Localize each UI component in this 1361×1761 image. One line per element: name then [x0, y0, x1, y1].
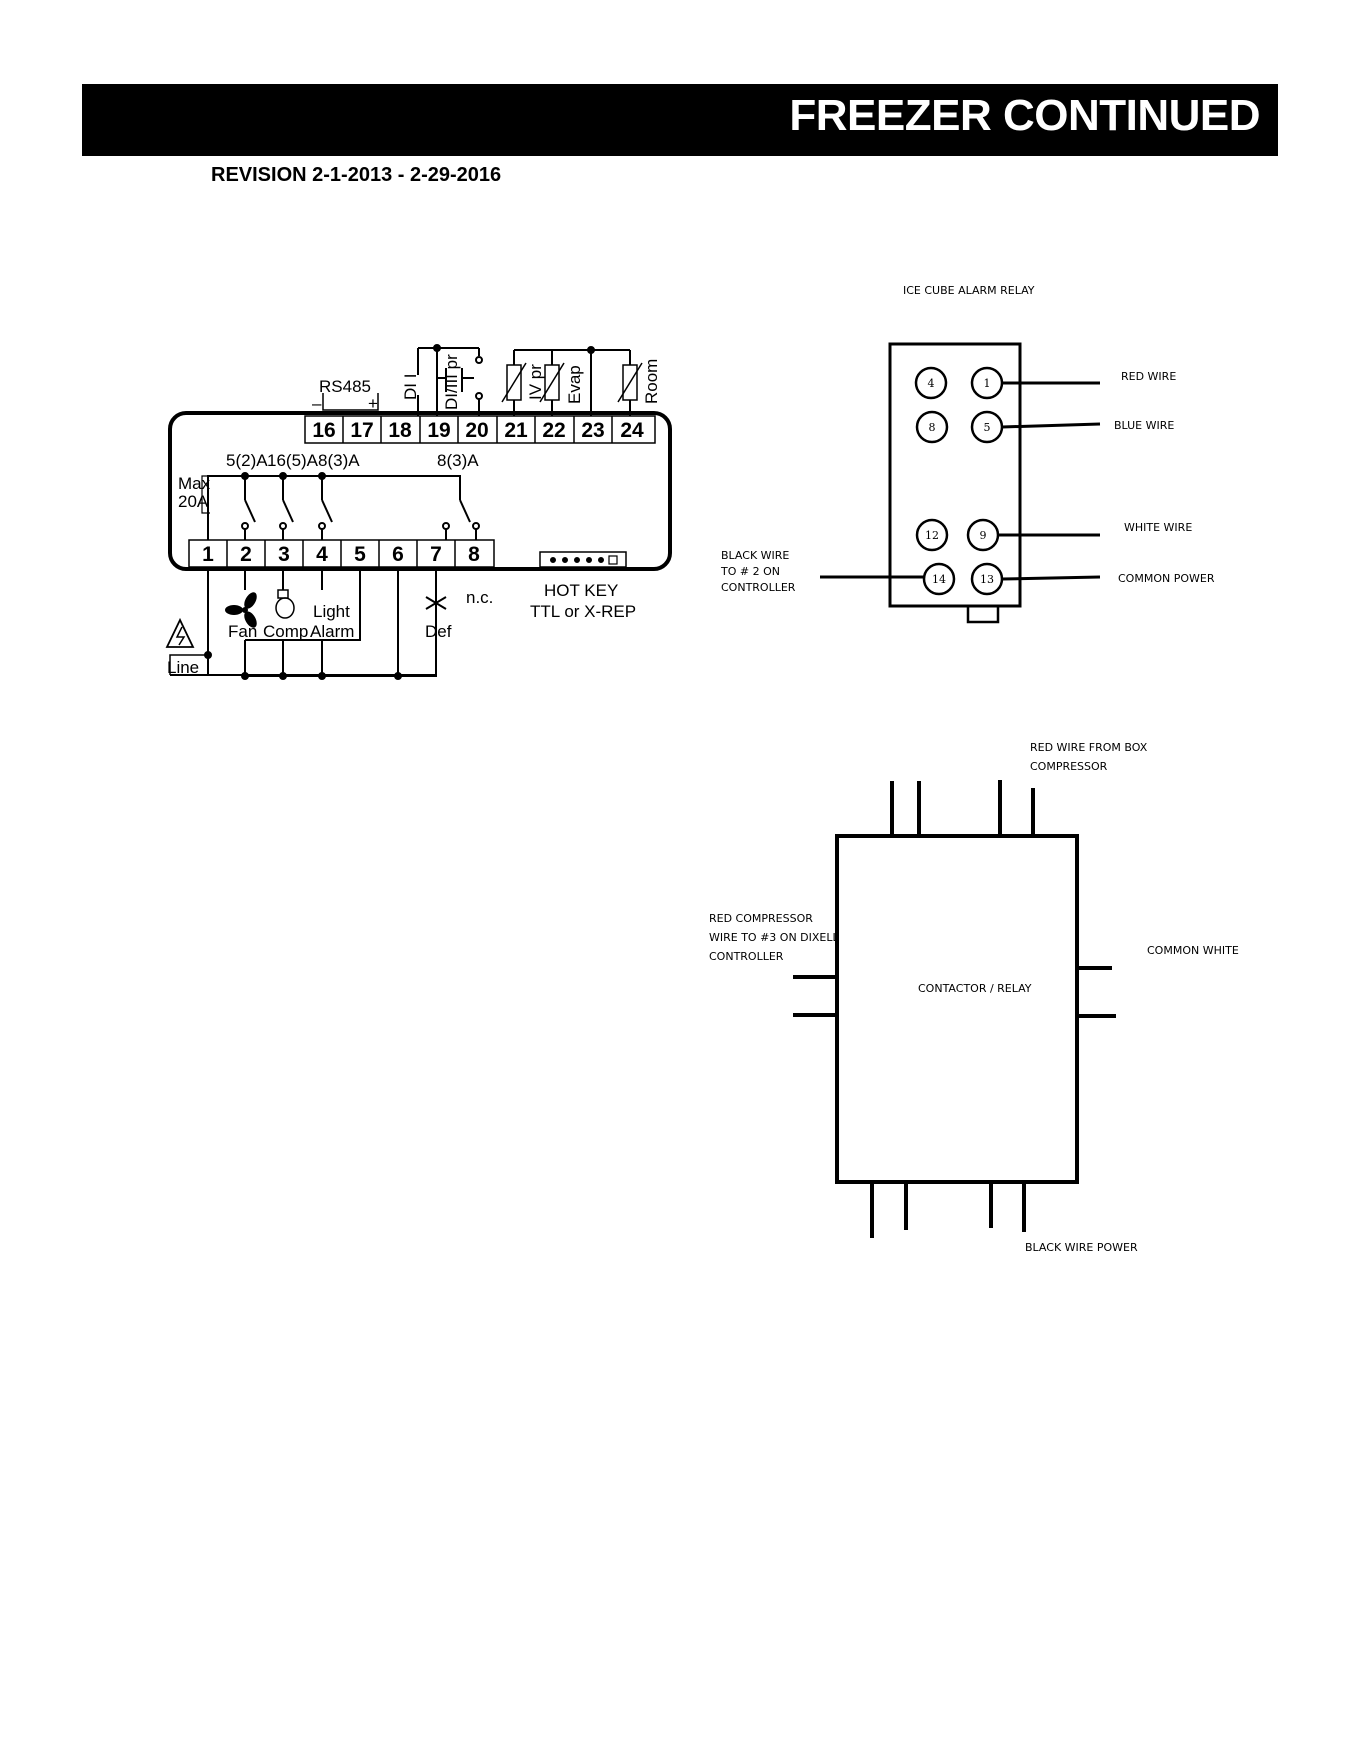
blue-wire-label: BLUE WIRE: [1114, 419, 1174, 432]
alarm-relay-title: ICE CUBE ALARM RELAY: [903, 284, 1035, 297]
di2-label: DI/III pr: [442, 354, 461, 410]
svg-text:12: 12: [925, 529, 939, 542]
alarm-label: Alarm: [310, 622, 354, 641]
compressor-icon: [275, 589, 295, 619]
common-power-label: COMMON POWER: [1118, 572, 1215, 585]
alarm-relay-labels: ICE CUBE ALARM RELAY 4 1 8 5 12 9 14 13 …: [720, 284, 1215, 594]
hazard-icon: [165, 617, 195, 648]
svg-text:8: 8: [929, 421, 936, 434]
terminal-4: 4: [316, 543, 328, 566]
controller-diagram: [165, 344, 672, 680]
red-from-box-line1: RED WIRE FROM BOX: [1030, 741, 1148, 754]
terminal-23: 23: [581, 419, 604, 442]
svg-text:1: 1: [984, 377, 991, 390]
max-amp-label: 20A: [178, 492, 209, 511]
hot-key-connector: [539, 551, 627, 568]
page-title: FREEZER CONTINUED: [789, 91, 1260, 140]
terminal-17: 17: [350, 419, 373, 442]
comp-label: Comp: [263, 622, 308, 641]
black-wire-power-label: BLACK WIRE POWER: [1025, 1241, 1138, 1254]
svg-text:14: 14: [932, 573, 946, 586]
terminal-19: 19: [427, 419, 450, 442]
probe3-label: IV pr: [526, 364, 545, 400]
black-wire-label-line2: TO # 2 ON: [720, 565, 780, 578]
svg-text:5: 5: [984, 421, 991, 434]
red-compressor-line2: WIRE TO #3 ON DIXELL: [709, 931, 840, 944]
terminal-16: 16: [312, 419, 335, 442]
terminal-21: 21: [504, 419, 528, 442]
relay-pin-4: [914, 366, 948, 400]
rating-comp: 16(5)A: [267, 451, 319, 470]
common-white-label: COMMON WHITE: [1147, 944, 1239, 957]
black-wire-label-line3: CONTROLLER: [721, 581, 796, 594]
light-label: Light: [313, 602, 350, 621]
terminal-8: 8: [468, 543, 480, 566]
rating-light: 8(3)A: [318, 451, 360, 470]
contactor-labels: CONTACTOR / RELAY RED WIRE FROM BOX COMP…: [709, 741, 1239, 1254]
svg-text:13: 13: [980, 573, 994, 586]
rs485-minus: –: [312, 394, 322, 413]
ttl-label: TTL or X-REP: [530, 602, 636, 621]
terminal-22: 22: [542, 419, 565, 442]
controller-labels: RS485 – + DI I DI/III pr IV pr Evap Room…: [167, 354, 661, 677]
revision-label: REVISION 2-1-2013 - 2-29-2016: [211, 164, 502, 186]
alarm-relay-body: [888, 342, 1022, 608]
def-label: Def: [425, 622, 452, 641]
terminal-7: 7: [430, 543, 442, 566]
rs485-plus: +: [368, 394, 378, 413]
header-banner: FREEZER CONTINUED: [82, 84, 1278, 156]
red-compressor-line1: RED COMPRESSOR: [709, 912, 813, 925]
terminal-6: 6: [392, 543, 404, 566]
terminal-18: 18: [388, 419, 412, 442]
rs485-label: RS485: [319, 377, 371, 396]
max-label: Max: [178, 474, 211, 493]
terminal-2: 2: [240, 543, 252, 566]
defrost-icon: [425, 592, 447, 614]
room-label: Room: [642, 359, 661, 404]
terminal-1: 1: [202, 543, 214, 566]
fan-icon: [225, 592, 257, 628]
rating-def: 8(3)A: [437, 451, 479, 470]
line-label: Line: [167, 658, 199, 677]
red-from-box-line2: COMPRESSOR: [1030, 760, 1108, 773]
alarm-relay-tab: [966, 604, 1000, 624]
evap-label: Evap: [565, 365, 584, 404]
contactor-label: CONTACTOR / RELAY: [918, 982, 1032, 995]
di1-label: DI I: [401, 374, 420, 400]
rating-fan: 5(2)A: [226, 451, 268, 470]
terminal-3: 3: [278, 543, 290, 566]
relay-pin-14: [922, 562, 956, 596]
nc-label: n.c.: [466, 588, 493, 607]
contactor-body: [835, 834, 1079, 1184]
terminal-24: 24: [620, 419, 644, 442]
hot-key-label: HOT KEY: [544, 581, 618, 600]
black-wire-label-line1: BLACK WIRE: [721, 549, 789, 562]
red-wire-label: RED WIRE: [1121, 370, 1176, 383]
svg-text:4: 4: [928, 377, 935, 390]
red-compressor-line3: CONTROLLER: [709, 950, 784, 963]
terminal-20: 20: [465, 419, 488, 442]
relay-pin-8: [915, 410, 949, 444]
svg-text:9: 9: [980, 529, 987, 542]
fan-label: Fan: [228, 622, 257, 641]
white-wire-label: WHITE WIRE: [1124, 521, 1192, 534]
terminal-5: 5: [354, 543, 366, 566]
contactor-diagram: [793, 780, 1116, 1238]
alarm-relay-diagram: [820, 342, 1101, 624]
controller-housing: [168, 411, 672, 571]
relay-pin-12: [915, 518, 949, 552]
